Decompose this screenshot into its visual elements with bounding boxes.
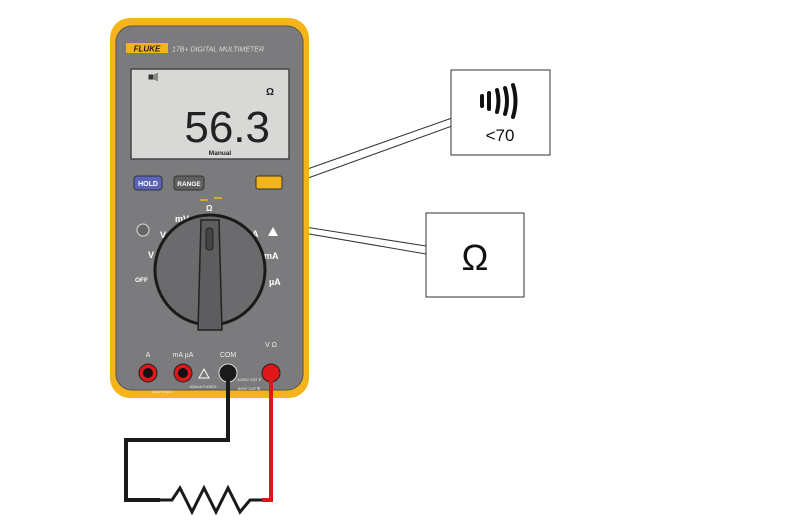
cat-600v-label: 600V CAT Ⅲ (238, 386, 260, 391)
jack-warning-icon (198, 367, 210, 379)
jack-com-label: COM (220, 352, 237, 359)
range-button[interactable]: RANGE (173, 175, 205, 191)
dial-ma-label: mA (264, 251, 279, 261)
dial-mv-label: mV (175, 214, 189, 224)
function-button[interactable] (255, 175, 283, 190)
fuse-400ma-label: 400mA FUSED (189, 384, 216, 389)
fuse-10a-label: 10A FUSED (151, 389, 173, 394)
dial-vac-label: V (148, 250, 154, 260)
resistance-callout: Ω (425, 212, 525, 298)
hold-label: HOLD (138, 181, 158, 188)
lcd-unit: Ω (266, 87, 274, 98)
lcd-mode: Manual (209, 150, 232, 157)
lcd-reading: 56.3 (184, 103, 270, 152)
continuity-callout: <70 (450, 69, 551, 156)
jack-a-label: A (146, 352, 151, 359)
rotary-dial[interactable] (153, 213, 267, 331)
jack-labels: A mA µA COM V Ω 10A FUSED 400mA FUSED 10… (146, 342, 277, 394)
dial-vdc-label: V (160, 230, 166, 240)
ohm-symbol: Ω (462, 237, 489, 278)
dial-labels: mV Ω V V OFF A mA µA (135, 204, 281, 287)
red-probe (269, 371, 273, 401)
red-lead (262, 380, 273, 502)
test-leads (124, 380, 273, 516)
continuity-beep-icon (480, 83, 518, 119)
range-label: RANGE (177, 181, 201, 188)
jack-ma-hole (178, 368, 188, 378)
dial-ua-label: µA (269, 277, 281, 287)
jack-ma-label: mA µA (173, 352, 194, 359)
black-probe (226, 371, 230, 401)
dial-off-label: OFF (135, 277, 148, 284)
cat-1000v-label: 1000V CAT Ⅱ (237, 377, 260, 382)
model-label: 17B+ DIGITAL MULTIMETER (172, 47, 264, 54)
dial-a-label: A (252, 229, 259, 239)
dial-ohm-label: Ω (206, 204, 213, 213)
black-lead (124, 380, 230, 502)
diode-symbol-icon (200, 197, 222, 201)
lcd-display (130, 68, 290, 160)
resistor-icon (160, 484, 262, 516)
beep-indicator-icon (148, 73, 158, 81)
brand-logo: FLUKE (134, 45, 161, 54)
jack-v-label: V Ω (265, 342, 277, 349)
continuity-threshold: <70 (486, 126, 515, 145)
hold-button[interactable]: HOLD (133, 175, 163, 191)
brand-badge (126, 43, 168, 53)
jack-a-hole (143, 368, 153, 378)
backlight-button[interactable] (136, 223, 150, 237)
warning-icon (268, 227, 278, 236)
